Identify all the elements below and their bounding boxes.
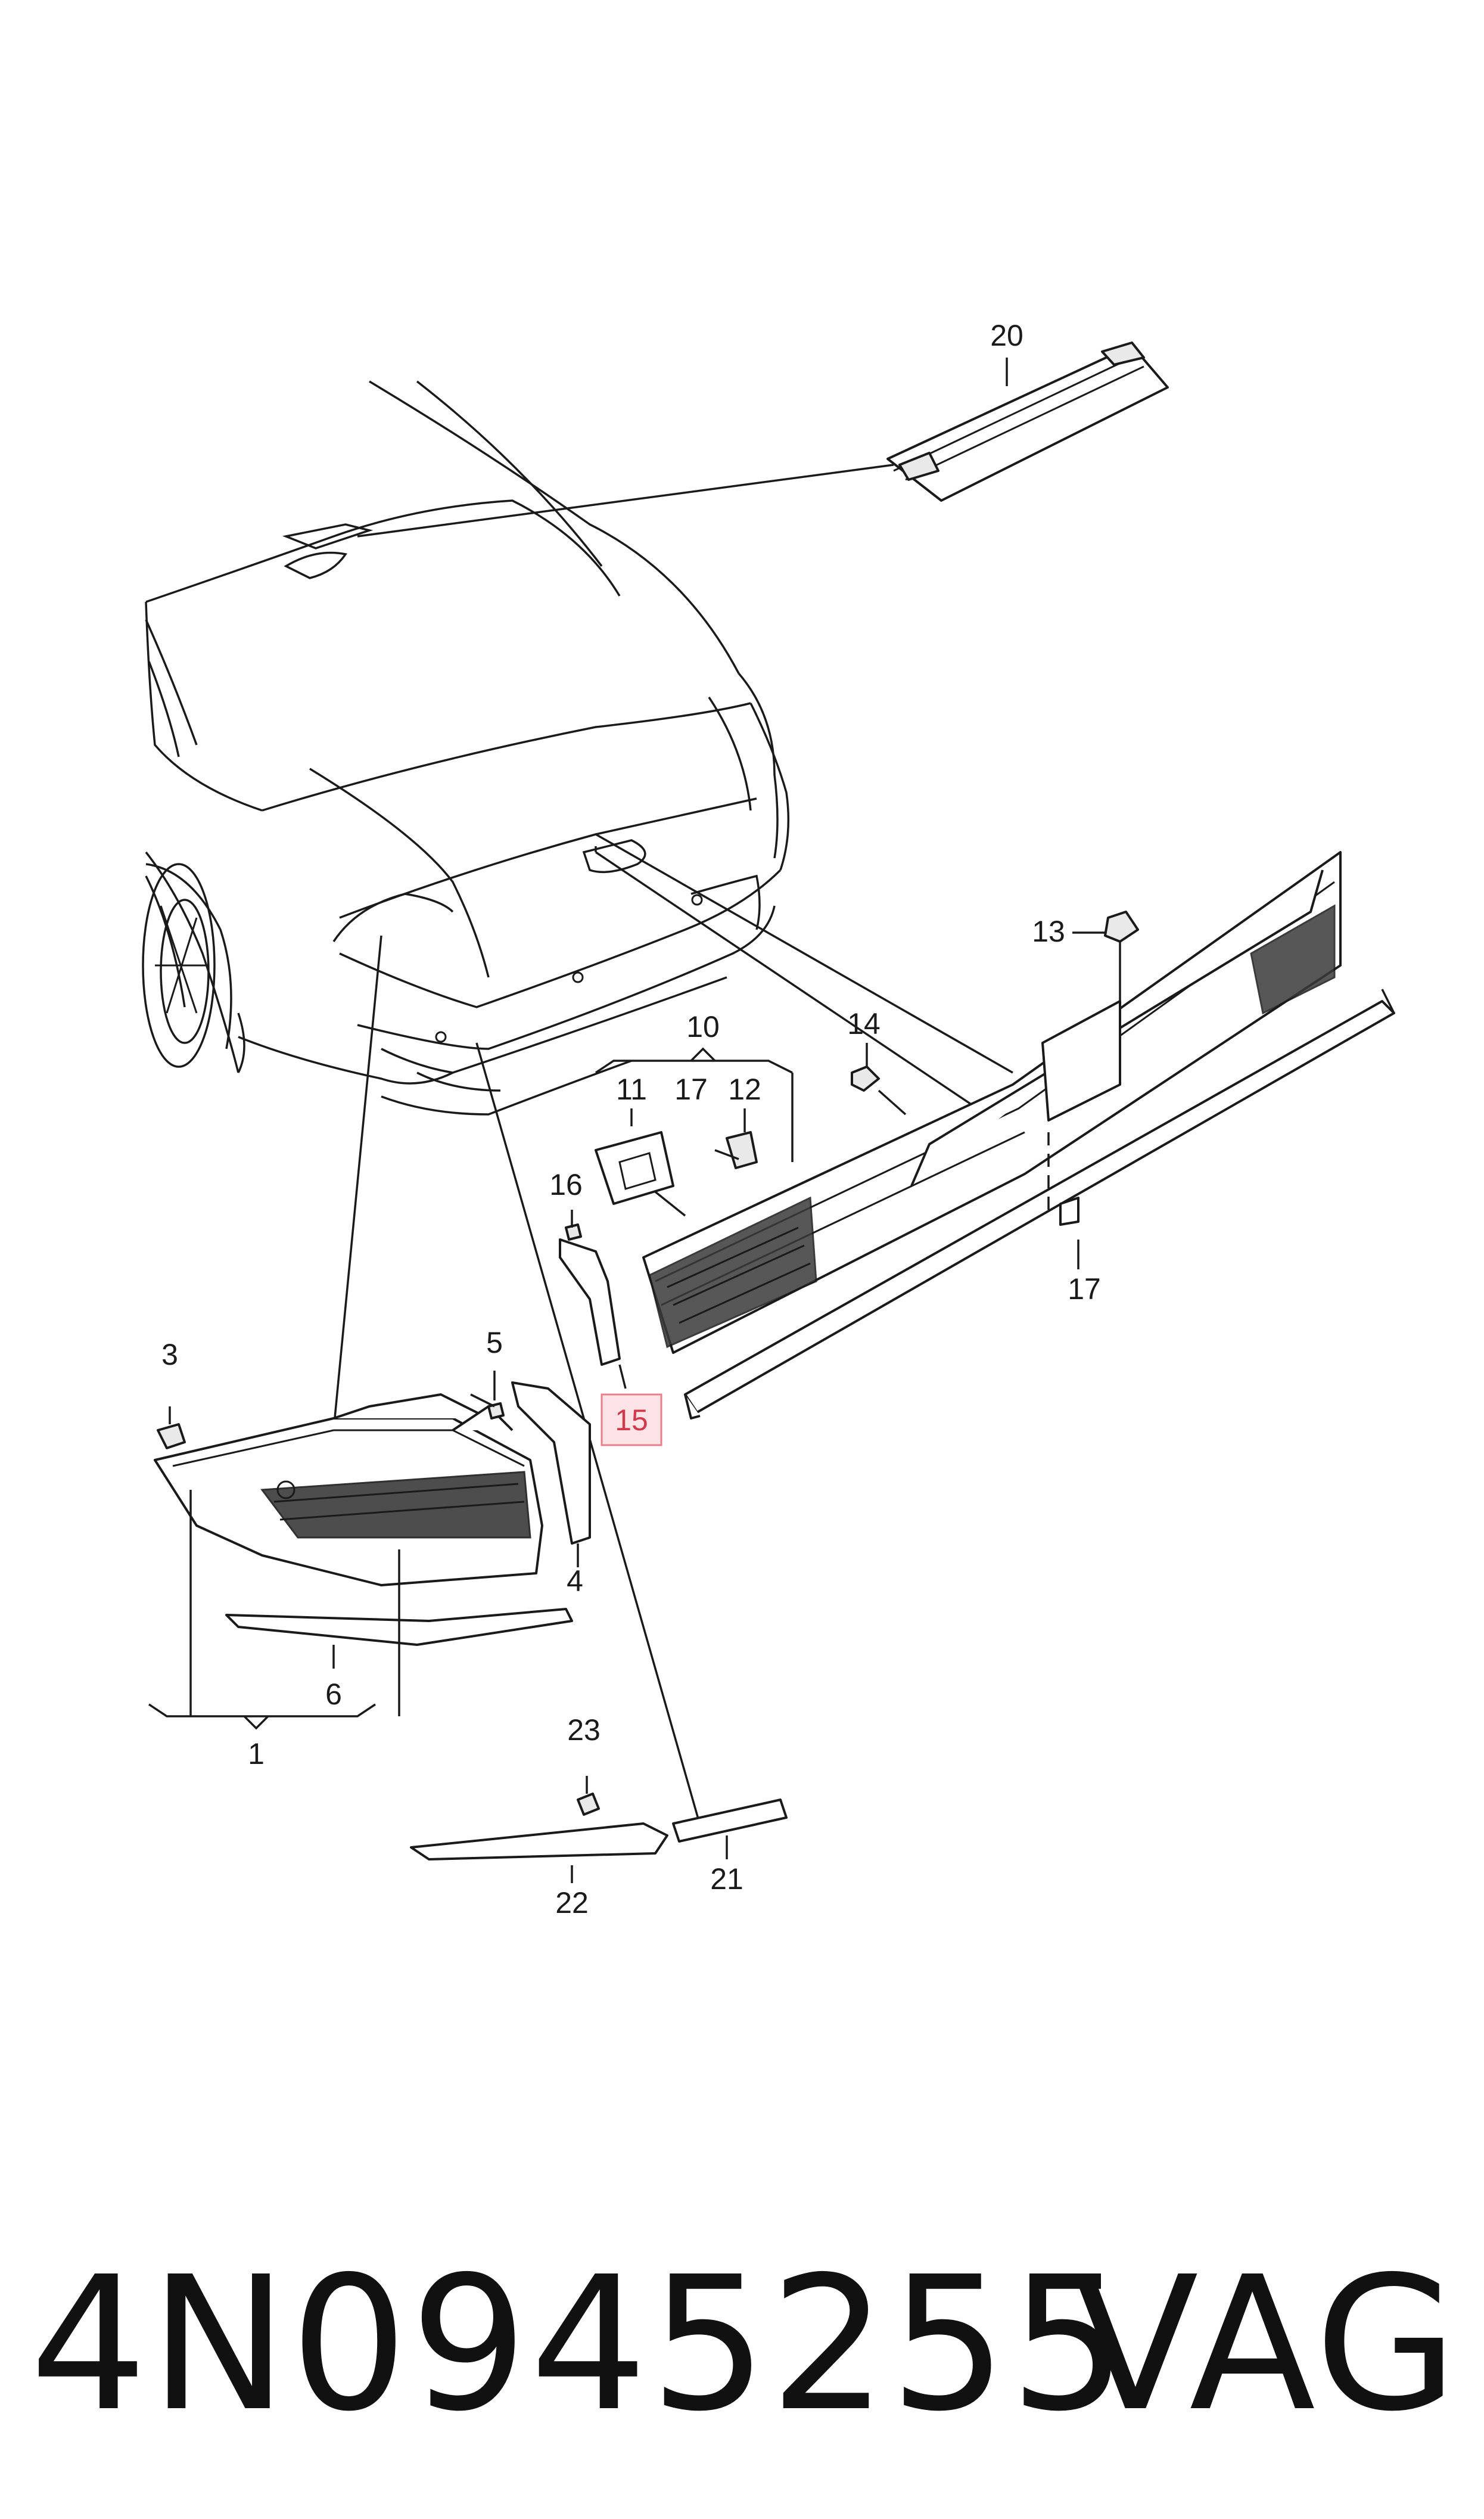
callout-20: 20 bbox=[990, 319, 1023, 352]
tail-light-assembly bbox=[148, 1371, 591, 1730]
callout-15-highlight-box bbox=[601, 1393, 662, 1446]
callout-13: 13 bbox=[1032, 915, 1065, 948]
callout-16: 16 bbox=[549, 1168, 583, 1201]
car-body-drawing bbox=[142, 380, 790, 1116]
callout-6: 6 bbox=[325, 1678, 342, 1711]
callout-14: 14 bbox=[847, 1007, 881, 1040]
trunk-trim-assembly bbox=[642, 851, 1395, 1420]
callout-22: 22 bbox=[555, 1886, 589, 1919]
callout-21: 21 bbox=[710, 1862, 743, 1896]
bottom-trim-parts bbox=[410, 1776, 788, 1883]
callout-11: 11 bbox=[616, 1073, 647, 1106]
callout-3: 3 bbox=[161, 1338, 178, 1371]
callout-1: 1 bbox=[248, 1737, 265, 1771]
part-number-text: 4N0945255 bbox=[30, 2237, 1130, 2452]
callout-10: 10 bbox=[686, 1010, 720, 1043]
callout-17-lower: 17 bbox=[1068, 1272, 1101, 1306]
callout-12: 12 bbox=[728, 1073, 761, 1106]
part-20-brake-light bbox=[886, 341, 1169, 502]
callout-23: 23 bbox=[567, 1713, 601, 1747]
brand-text: VAG bbox=[1072, 2237, 1460, 2452]
callout-17-upper: 17 bbox=[674, 1073, 708, 1106]
callout-4: 4 bbox=[567, 1564, 583, 1598]
small-parts bbox=[559, 911, 1139, 1389]
callout-labels: 20 13 10 14 11 17 12 16 17 15 3 5 4 6 1 … bbox=[161, 319, 1105, 1919]
callout-5: 5 bbox=[486, 1326, 503, 1359]
callout-15: 15 bbox=[615, 1403, 648, 1437]
